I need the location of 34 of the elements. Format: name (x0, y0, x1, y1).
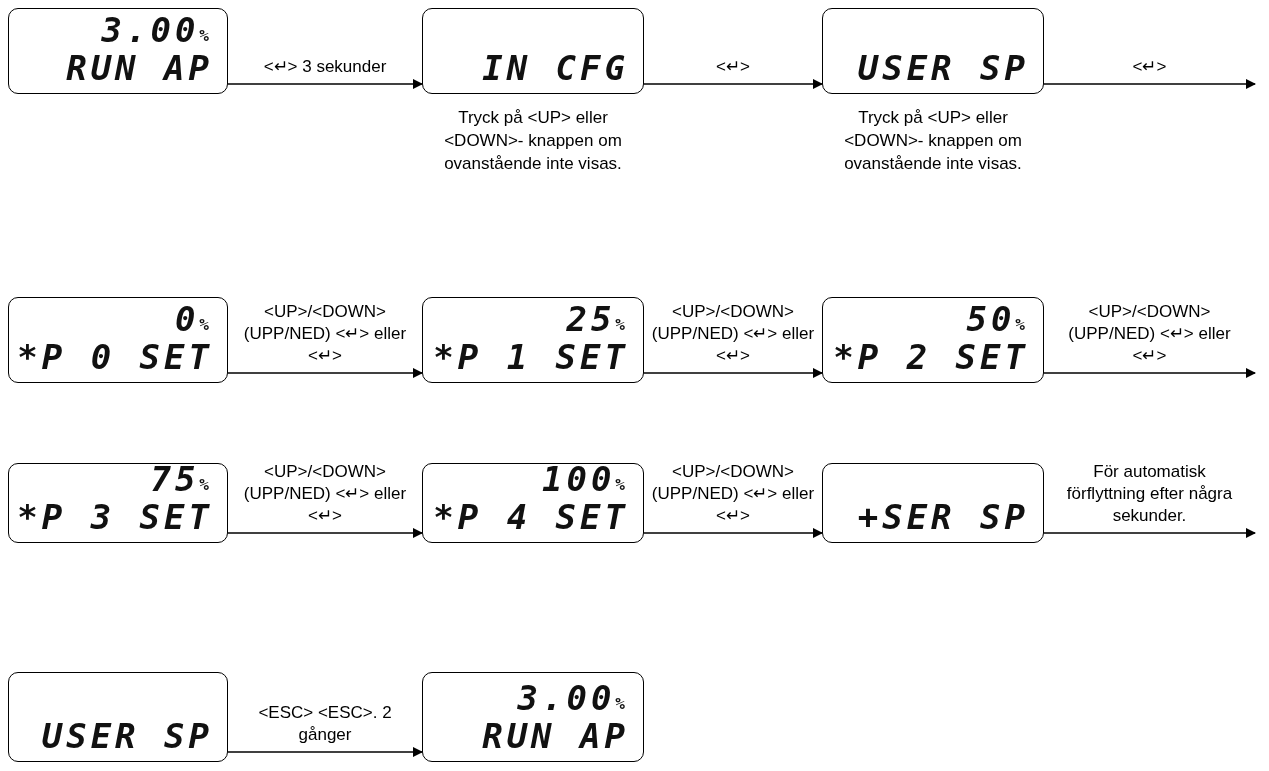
arrow (1043, 367, 1257, 379)
display-text: *P 1 SET (433, 338, 629, 376)
arrow (643, 367, 824, 379)
display-text: IN CFG (482, 49, 629, 87)
lcd-display (422, 297, 644, 383)
display-text: RUN AP (66, 49, 213, 87)
lcd-display (822, 8, 1044, 94)
arrow (1043, 527, 1257, 539)
display-text: *P 3 SET (17, 498, 213, 536)
display-text: +SER SP (857, 498, 1029, 536)
lcd-display (8, 463, 228, 543)
arrow (227, 746, 424, 758)
display-text: *P 2 SET (833, 338, 1029, 376)
display-text: USER SP (857, 49, 1029, 87)
lcd-display (8, 672, 228, 762)
arrow (643, 78, 824, 90)
arrow (227, 527, 424, 539)
display-text: *P 0 SET (17, 338, 213, 376)
display-text: USER SP (41, 717, 213, 755)
display-text: *P 4 SET (433, 498, 629, 536)
lcd-display (422, 8, 644, 94)
lcd-display (8, 8, 228, 94)
note-text: Tryck på <UP> eller <DOWN>- knappen om ovanstående inte visas. (843, 107, 1023, 175)
lcd-display (422, 672, 644, 762)
arrow (643, 527, 824, 539)
note-text: Tryck på <UP> eller <DOWN>- knappen om ovanstående inte visas. (443, 107, 623, 175)
lcd-display (822, 463, 1044, 543)
lcd-display (8, 297, 228, 383)
arrow (227, 367, 424, 379)
arrow (1043, 78, 1257, 90)
lcd-display (422, 463, 644, 543)
lcd-display (822, 297, 1044, 383)
arrow (227, 78, 424, 90)
display-text: RUN AP (482, 717, 629, 755)
